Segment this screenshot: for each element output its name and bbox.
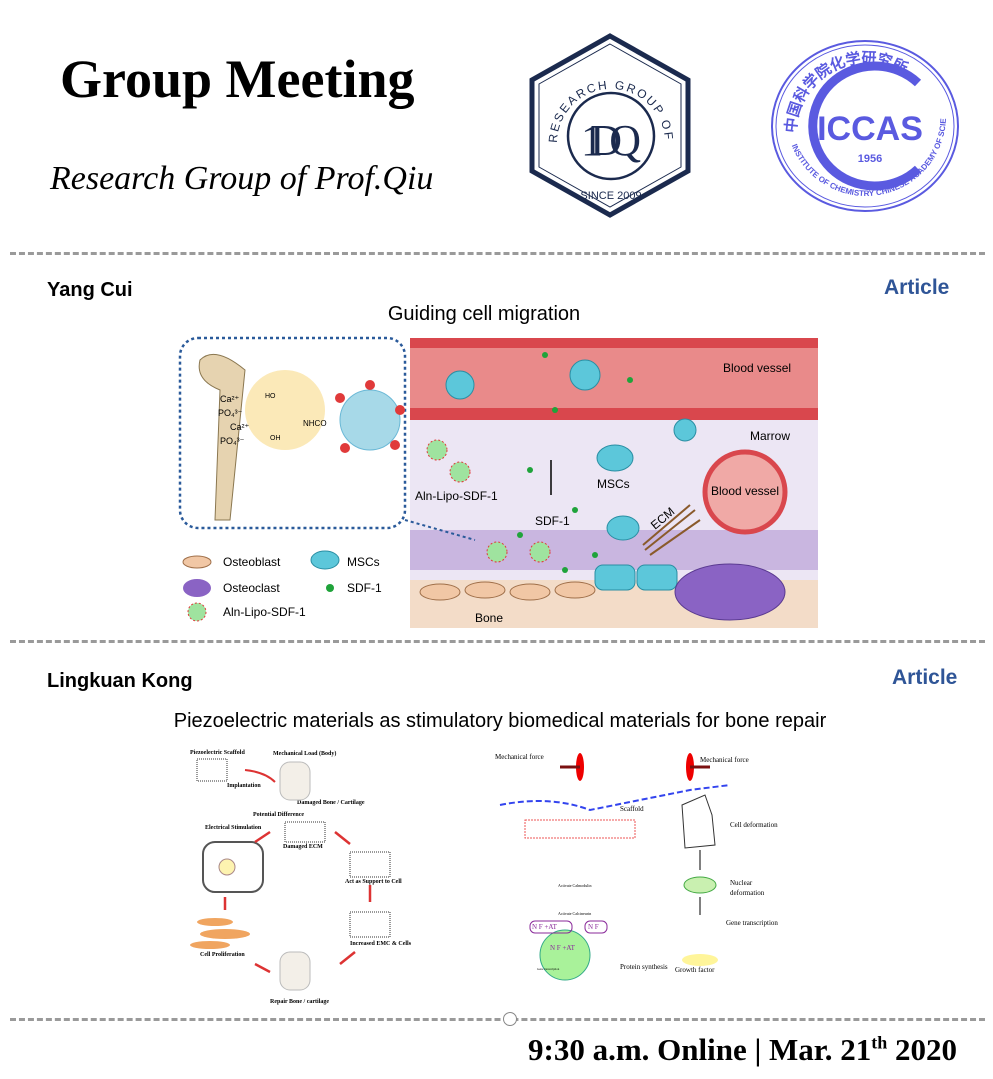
svg-text:SDF-1: SDF-1 <box>535 514 570 528</box>
svg-text:Ca²⁺: Ca²⁺ <box>230 422 250 432</box>
article-tag: Article <box>884 276 950 299</box>
meeting-year: 2020 <box>887 1032 957 1067</box>
presenter-name: Lingkuan Kong <box>47 670 193 692</box>
svg-text:Damaged Bone / Cartilage: Damaged Bone / Cartilage <box>297 800 365 806</box>
svg-text:Bone: Bone <box>475 611 503 625</box>
legend-osteoblast: Osteoblast <box>223 555 281 569</box>
legend-osteoclast: Osteoclast <box>223 581 280 595</box>
svg-text:Gene transcription: Gene transcription <box>537 967 560 971</box>
logo-since: SINCE 2009 <box>580 190 641 202</box>
svg-text:N F +AT: N F +AT <box>550 944 576 952</box>
svg-text:Ca²⁺: Ca²⁺ <box>220 394 240 404</box>
svg-text:NHCO: NHCO <box>303 419 327 428</box>
page-subtitle: Research Group of Prof.Qiu <box>50 160 434 197</box>
svg-text:Increased EMC & Cells: Increased EMC & Cells <box>350 941 412 947</box>
svg-text:Marrow: Marrow <box>750 429 790 443</box>
svg-text:MSCs: MSCs <box>597 477 630 491</box>
svg-text:HO: HO <box>265 393 276 400</box>
legend-mscs: MSCs <box>347 555 380 569</box>
logo-monogram: 1DQ <box>581 116 641 165</box>
ordinal-suffix: th <box>871 1032 888 1053</box>
svg-text:Potential Difference: Potential Difference <box>253 812 304 818</box>
svg-text:Mechanical Load (Body): Mechanical Load (Body) <box>273 750 336 757</box>
svg-text:Gene transcription: Gene transcription <box>726 919 778 927</box>
svg-text:Aln-Lipo-SDF-1: Aln-Lipo-SDF-1 <box>415 489 498 503</box>
iccas-year: 1956 <box>858 153 882 165</box>
divider-dot <box>503 1012 517 1026</box>
svg-text:deformation: deformation <box>730 889 765 897</box>
figure-piezo-mechanism: Mechanical force Mechanical force Scaffo… <box>495 753 778 981</box>
talk-topic: Guiding cell migration <box>387 303 581 325</box>
iccas-acronym: ICCAS <box>817 110 923 148</box>
svg-text:Cell deformation: Cell deformation <box>730 821 778 829</box>
figure-cell-migration: Blood vessel Marrow Blood vessel MSCs SD… <box>178 336 818 628</box>
svg-text:Activate Calmodulin: Activate Calmodulin <box>558 883 591 888</box>
article-tag: Article <box>892 666 958 689</box>
legend-aln-lipo: Aln-Lipo-SDF-1 <box>223 605 306 619</box>
svg-text:Cell Proliferation: Cell Proliferation <box>200 952 245 958</box>
svg-text:Damaged ECM: Damaged ECM <box>283 844 323 850</box>
svg-text:Mechanical force: Mechanical force <box>495 753 544 761</box>
svg-text:Piezoelectric Scaffold: Piezoelectric Scaffold <box>190 750 245 756</box>
svg-text:Act as Support to Cell: Act as Support to Cell <box>345 879 402 885</box>
svg-text:Protein synthesis: Protein synthesis <box>620 963 668 971</box>
svg-text:Electrical Stimulation: Electrical Stimulation <box>205 825 262 831</box>
divider <box>10 1018 985 1021</box>
meeting-time-text: 9:30 a.m. Online | Mar. 21 <box>528 1032 872 1067</box>
svg-text:Scaffold: Scaffold <box>620 805 644 813</box>
page-title: Group Meeting <box>60 49 415 109</box>
talk-topic: Piezoelectric materials as stimulatory b… <box>173 710 827 732</box>
svg-text:Blood vessel: Blood vessel <box>723 361 791 375</box>
divider <box>10 640 985 643</box>
divider <box>10 252 985 255</box>
svg-text:N F: N F <box>588 923 599 931</box>
figure-piezo-cycle: Piezoelectric Scaffold Mechanical Load (… <box>190 750 412 1005</box>
svg-text:Mechanical force: Mechanical force <box>700 756 749 764</box>
svg-text:N F +AT: N F +AT <box>532 923 558 931</box>
svg-text:Nuclear: Nuclear <box>730 879 753 887</box>
group-logo: RESEARCH GROUP OF PROF. DONG QIU 1DQ SIN… <box>527 33 691 218</box>
svg-text:PO₄³⁻: PO₄³⁻ <box>218 408 243 418</box>
svg-text:Implantation: Implantation <box>227 783 261 789</box>
svg-text:Activate Calcineurin: Activate Calcineurin <box>558 911 591 916</box>
svg-text:OH: OH <box>270 435 281 442</box>
svg-text:Blood vessel: Blood vessel <box>711 484 779 498</box>
svg-text:Repair Bone / cartilage: Repair Bone / cartilage <box>270 999 329 1005</box>
meeting-time: 9:30 a.m. Online | Mar. 21th 2020 <box>528 1032 957 1068</box>
legend-sdf1: SDF-1 <box>347 581 382 595</box>
presenter-name: Yang Cui <box>47 279 133 301</box>
iccas-logo: 中国科学院化学研究所 INSTITUTE OF CHEMISTRY CHINES… <box>768 38 959 212</box>
svg-text:PO₄³⁻: PO₄³⁻ <box>220 436 245 446</box>
svg-text:Growth factor: Growth factor <box>675 966 715 974</box>
